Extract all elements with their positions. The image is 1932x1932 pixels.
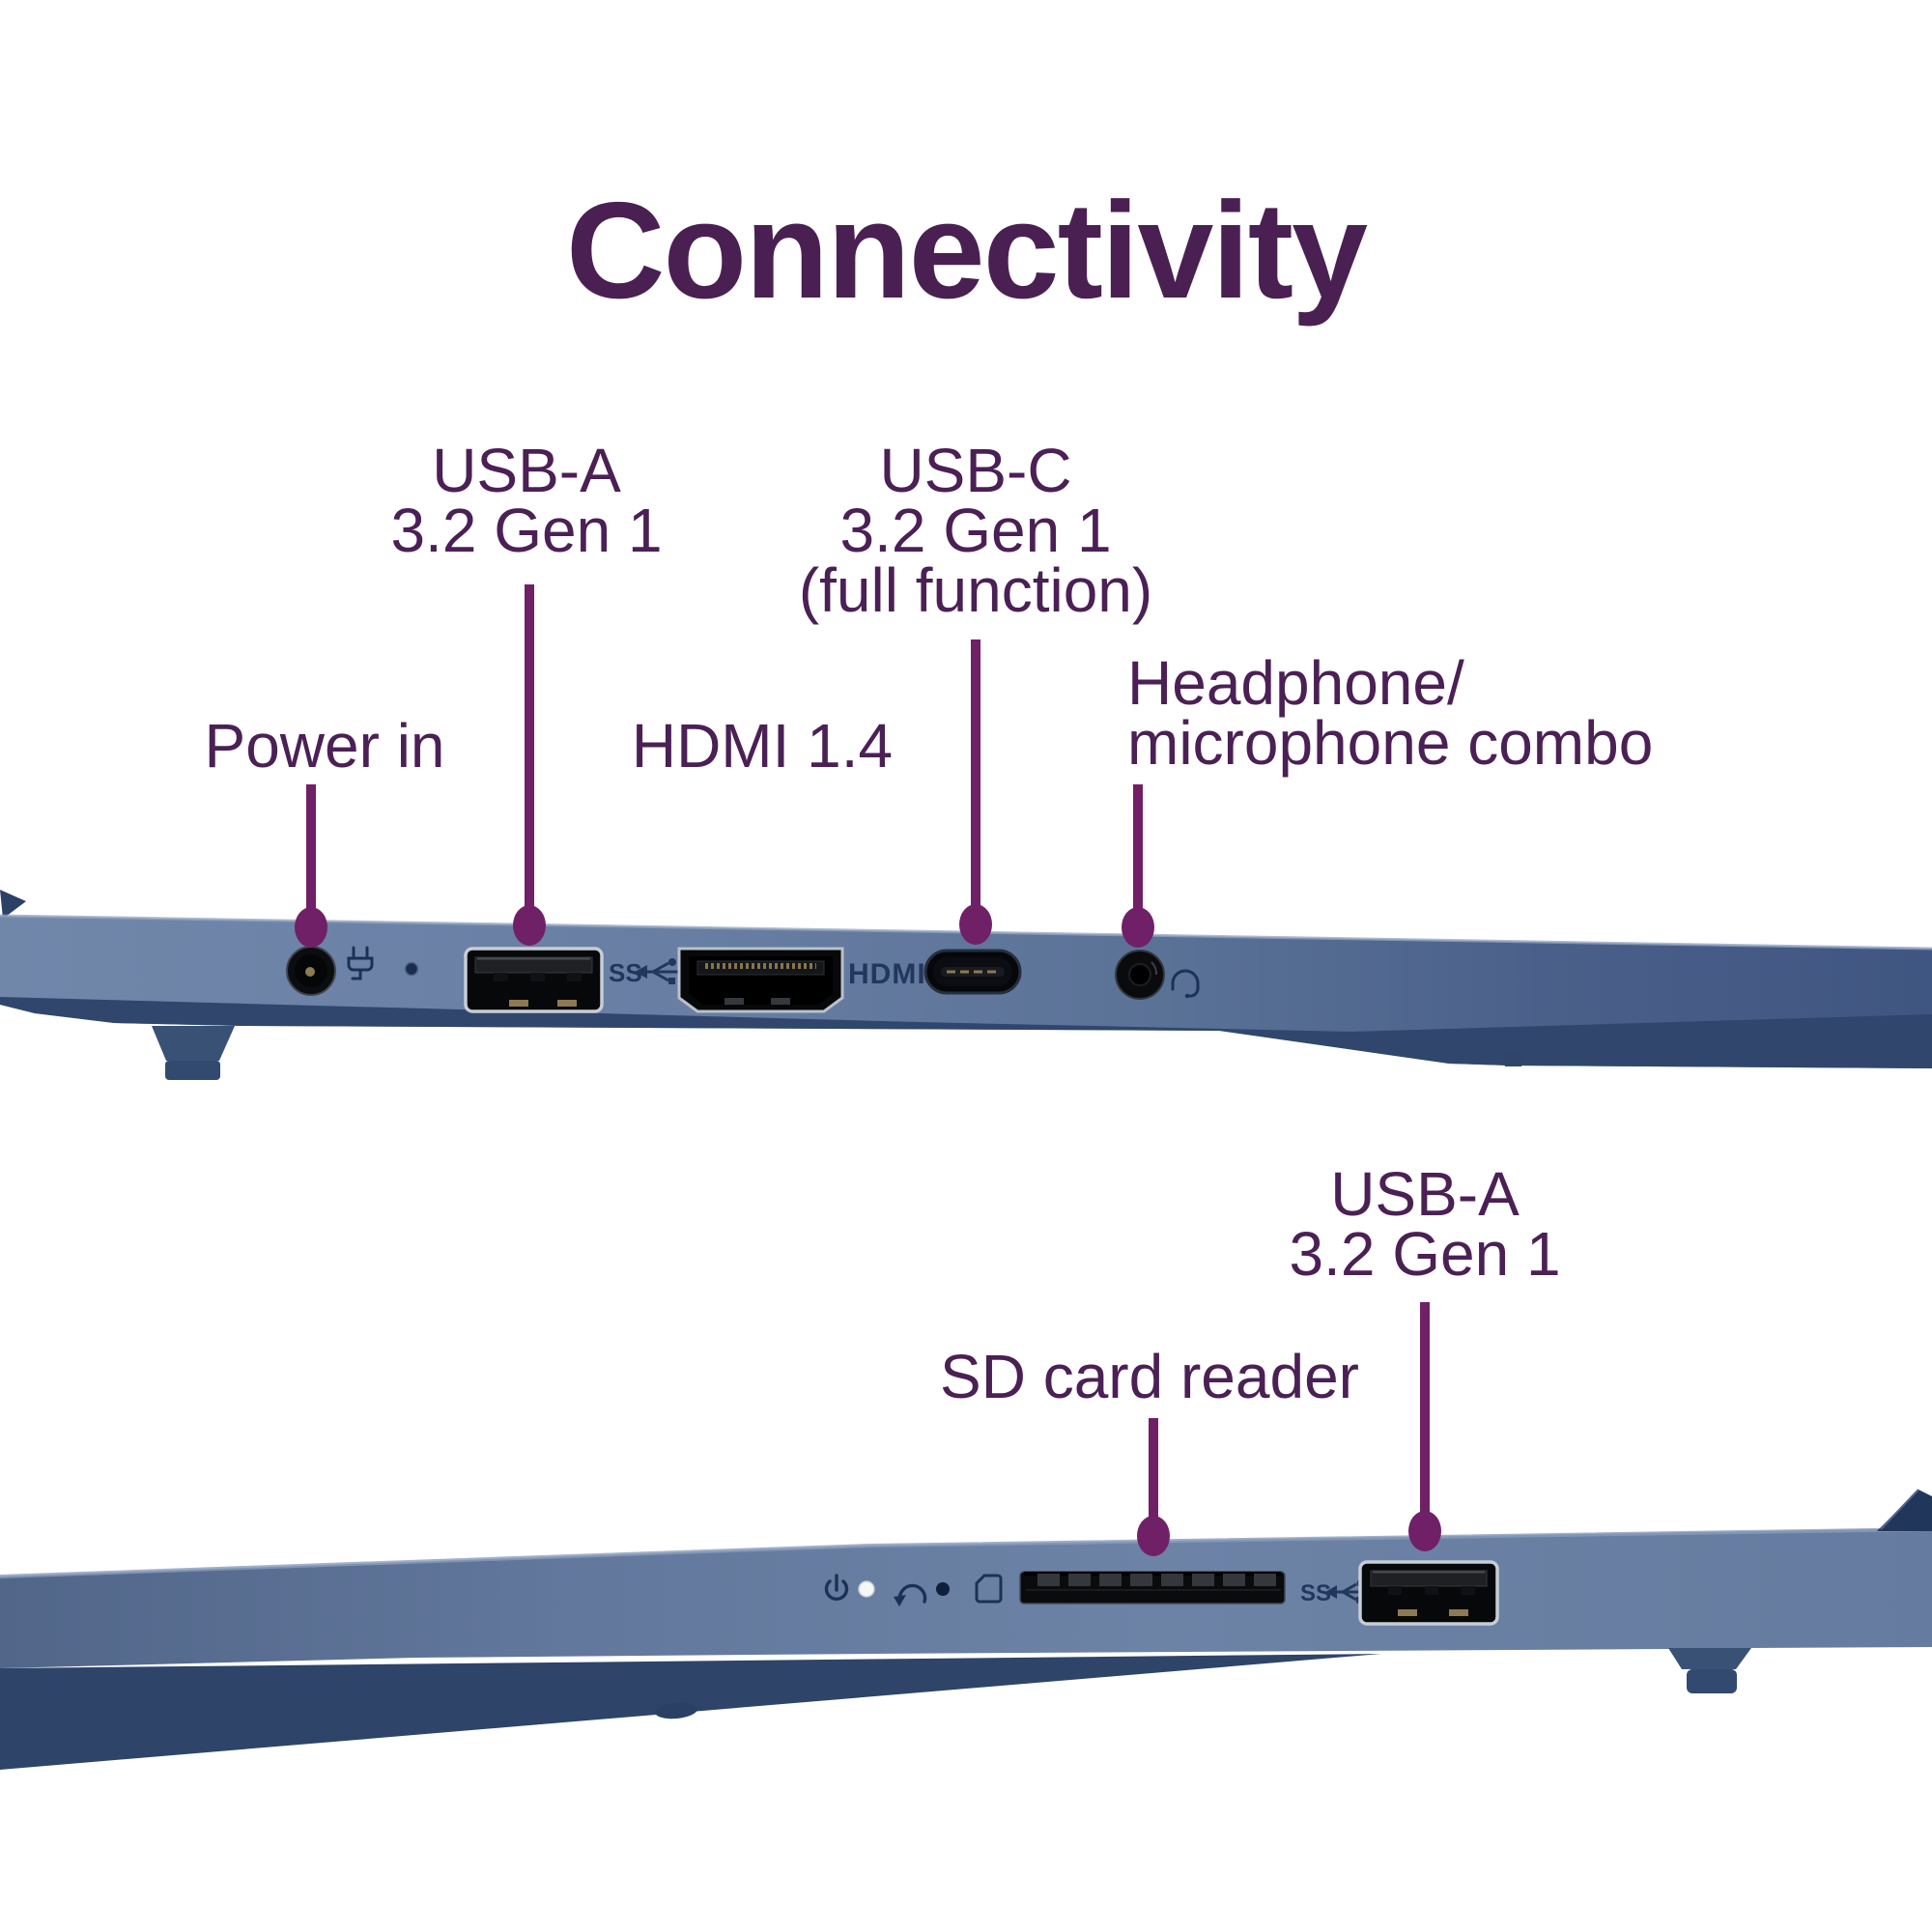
leader-lines: [295, 584, 1441, 1556]
label-line: microphone combo: [1127, 708, 1654, 778]
svg-text:SS: SS: [1300, 1580, 1331, 1606]
label-line: 3.2 Gen 1: [1289, 1219, 1561, 1289]
label-line: USB-C: [879, 436, 1072, 505]
label-line: SD card reader: [940, 1342, 1359, 1411]
laptop-underside-shadow: [0, 997, 1932, 1068]
label-line: USB-A: [1330, 1159, 1520, 1229]
leader-line-usb-a: [525, 584, 534, 910]
label-usb-a-top: USB-A 3.2 Gen 1: [390, 436, 663, 565]
power-in-jack: [286, 946, 336, 996]
leader-line-power-in: [306, 784, 316, 910]
leader-line-usb-a-bottom: [1420, 1302, 1430, 1516]
deck-edge-highlight: [0, 1527, 1932, 1578]
label-usb-a-bottom: USB-A 3.2 Gen 1: [1289, 1159, 1561, 1289]
leader-dot-usb-a-bottom: [1408, 1511, 1441, 1551]
headset-icon: [1171, 969, 1200, 999]
label-line: HDMI 1.4: [631, 711, 894, 781]
leader-line-sd-reader: [1149, 1418, 1158, 1520]
label-line: 3.2 Gen 1: [839, 496, 1112, 565]
rubber-foot: [655, 1702, 697, 1719]
laptop-side-face: [0, 1529, 1932, 1668]
leader-dot-usb-a: [513, 905, 546, 946]
headphone-jack: [1115, 950, 1165, 1000]
usb-superspeed-icon: SS: [609, 958, 682, 987]
leader-dot-sd-reader: [1137, 1516, 1170, 1556]
laptop-lid-corner: [0, 890, 26, 919]
laptop-right-side-view: SS: [0, 1489, 1932, 1770]
leader-dot-power-in: [295, 907, 327, 948]
usb-c-port: [923, 949, 1022, 995]
label-line: USB-A: [432, 436, 621, 505]
label-sd-reader: SD card reader: [940, 1342, 1359, 1411]
label-headphone: Headphone/ microphone combo: [1127, 648, 1654, 778]
power-symbol-icon: [824, 1574, 849, 1601]
hdmi-engraving: HDMI: [848, 958, 926, 990]
power-plug-icon: [347, 946, 374, 980]
label-line: (full function): [798, 555, 1153, 625]
leader-dot-usb-c: [959, 904, 992, 945]
laptop-left-side-view: SS HDMI: [0, 890, 1932, 1080]
usb-a-port: [1358, 1560, 1499, 1626]
label-hdmi: HDMI 1.4: [631, 711, 894, 781]
label-power-in: Power in: [204, 711, 445, 781]
laptop-lid-corner: [1877, 1489, 1932, 1531]
label-usb-c: USB-C 3.2 Gen 1 (full function): [798, 436, 1153, 625]
rubber-foot: [1500, 1052, 1526, 1066]
power-led: [858, 1580, 875, 1598]
sd-card-slot: [1019, 1571, 1286, 1605]
battery-led: [404, 961, 419, 977]
hdmi-port: [677, 947, 844, 1013]
rubber-foot: [152, 1026, 235, 1080]
label-line: 3.2 Gen 1: [390, 496, 663, 565]
sd-card-icon: [975, 1574, 1003, 1604]
page-title: Connectivity: [565, 174, 1368, 327]
leader-line-usb-c: [971, 639, 980, 908]
rubber-foot: [1668, 1648, 1751, 1693]
label-line: Headphone/: [1127, 648, 1464, 718]
leader-line-headphone: [1133, 784, 1143, 912]
usb-a-port: [464, 947, 604, 1013]
recovery-icon: [894, 1583, 927, 1606]
recovery-pinhole: [936, 1582, 950, 1596]
leader-dot-headphone: [1122, 907, 1154, 948]
label-line: Power in: [204, 711, 445, 781]
